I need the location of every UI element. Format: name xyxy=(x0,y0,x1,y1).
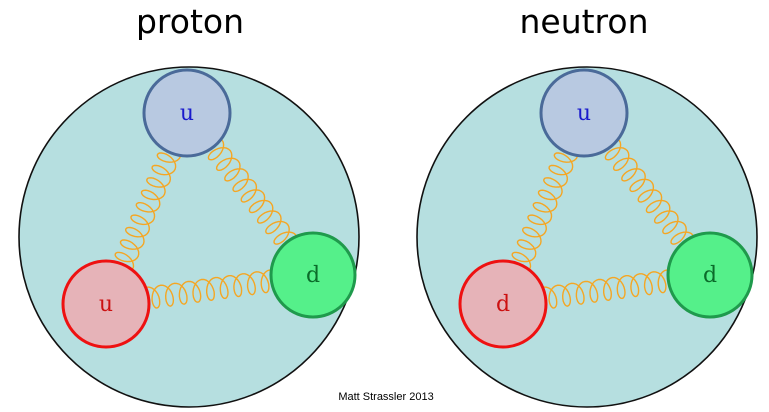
proton-group: proton u u d xyxy=(18,2,360,408)
proton-quark-blue: u xyxy=(142,68,232,158)
quark-circle xyxy=(666,231,754,319)
quark-label: u xyxy=(180,101,194,126)
proton-quark-green: d xyxy=(269,231,357,319)
neutron-gluon-blue-green xyxy=(604,139,694,245)
proton-title: proton xyxy=(136,2,244,41)
neutron-quark-green: d xyxy=(666,231,754,319)
quark-circle xyxy=(142,68,232,158)
neutron-gluon-blue-red xyxy=(511,152,578,269)
neutron-quark-red: d xyxy=(458,259,548,349)
quark-label: d xyxy=(306,263,320,288)
quark-label: d xyxy=(496,292,510,317)
quark-label: u xyxy=(577,101,591,126)
proton-gluon-red-green xyxy=(147,269,271,309)
quark-label: d xyxy=(703,263,717,288)
credit-text: Matt Strassler 2013 xyxy=(338,391,433,403)
neutron-title: neutron xyxy=(519,2,648,41)
quark-circle xyxy=(539,68,629,158)
quark-circle xyxy=(269,231,357,319)
proton-quark-red: u xyxy=(61,259,151,349)
quark-circle xyxy=(61,259,151,349)
neutron-quark-blue: u xyxy=(539,68,629,158)
proton-gluon-blue-green xyxy=(207,139,297,245)
neutron-gluon-red-green xyxy=(544,269,668,309)
quark-label: u xyxy=(99,292,113,317)
neutron-group: neutron u d d xyxy=(416,2,758,408)
proton-gluon-blue-red xyxy=(114,152,181,269)
quark-circle xyxy=(458,259,548,349)
